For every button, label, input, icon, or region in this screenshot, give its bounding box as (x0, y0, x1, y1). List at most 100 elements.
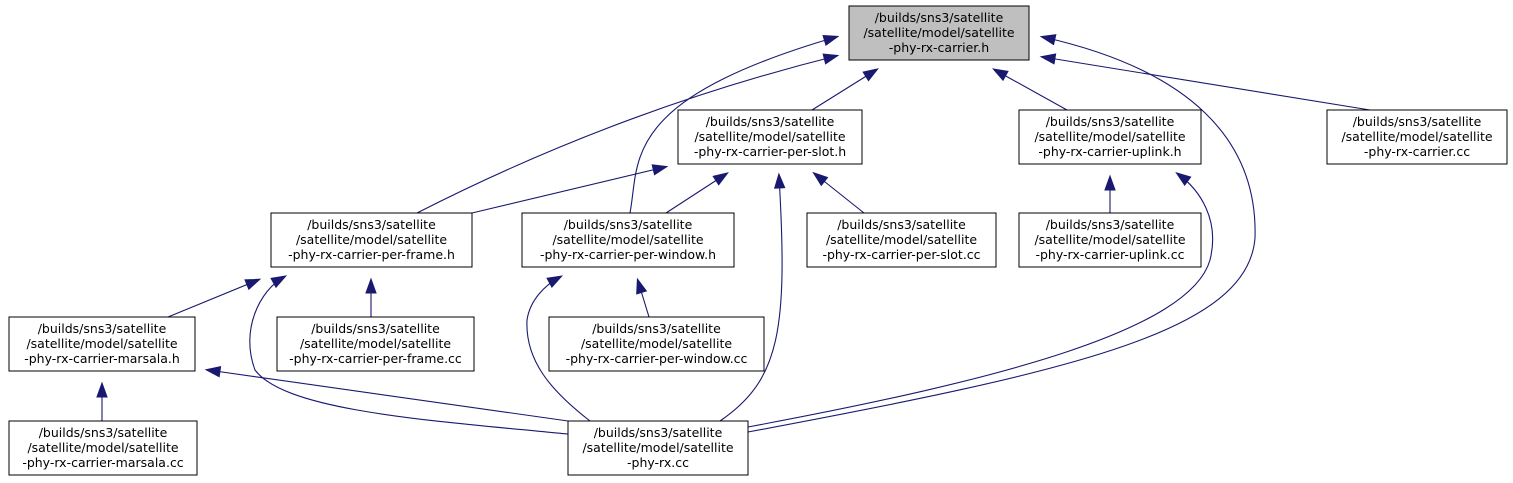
node-label-line: /builds/sns3/satellite (39, 425, 168, 440)
edge-phy-rx-cc-to-per-slot-h (719, 172, 786, 422)
edge-per-slot-cc-to-per-slot-h (812, 171, 865, 214)
node-label-line: /builds/sns3/satellite (564, 217, 693, 232)
file-node-per-frame-cc[interactable]: /builds/sns3/satellite/satellite/model/s… (276, 316, 475, 372)
file-node-uplink-cc[interactable]: /builds/sns3/satellite/satellite/model/s… (1018, 212, 1202, 268)
file-node-per-slot-h[interactable]: /builds/sns3/satellite/satellite/model/s… (677, 109, 863, 165)
file-node-per-slot-cc[interactable]: /builds/sns3/satellite/satellite/model/s… (806, 212, 997, 268)
node-label-line: /satellite/model/satellite (27, 440, 178, 455)
edge-phy-rx-cc-to-per-frame-h (249, 275, 569, 435)
node-box (567, 420, 749, 476)
arrowhead-icon (546, 275, 564, 289)
node-label-line: -phy-rx-carrier-per-slot.h (694, 144, 846, 159)
arrowhead-icon (1104, 174, 1116, 191)
edge-phy-rx-cc-to-marsala-h (204, 366, 569, 422)
arrowhead-icon (822, 34, 840, 47)
file-node-root: /builds/sns3/satellite/satellite/model/s… (848, 5, 1030, 61)
node-label-line: /builds/sns3/satellite (706, 114, 835, 129)
edge-uplink-cc-to-uplink-h (1104, 174, 1116, 213)
arrowhead-icon (1039, 53, 1057, 65)
node-label-line: /builds/sns3/satellite (1353, 114, 1482, 129)
edge-per-frame-h-to-per-slot-h (471, 164, 669, 214)
node-box (548, 316, 765, 372)
node-label-line: /satellite/model/satellite (300, 336, 451, 351)
node-label-line: /satellite/model/satellite (1034, 129, 1185, 144)
arrowhead-icon (822, 53, 840, 65)
file-node-marsala-h[interactable]: /builds/sns3/satellite/satellite/model/s… (8, 316, 196, 372)
arrowhead-icon (96, 381, 108, 398)
edge-phy-rx-cc-to-per-window-h (526, 275, 591, 422)
arrowhead-icon (991, 68, 1009, 82)
node-label-line: /builds/sns3/satellite (592, 321, 721, 336)
edge-per-slot-h-to-root (811, 68, 879, 111)
edge-per-frame-h-to-root (416, 53, 840, 214)
node-label-line: /satellite/model/satellite (26, 336, 177, 351)
node-label-line: -phy-rx-carrier-uplink.h (1038, 144, 1181, 159)
arrowhead-icon (812, 171, 829, 187)
node-box (1018, 212, 1202, 268)
node-label-line: -phy-rx-carrier-per-window.h (540, 247, 716, 262)
arrowhead-icon (773, 172, 786, 189)
node-label-line: /satellite/model/satellite (694, 129, 845, 144)
arrowhead-icon (862, 68, 879, 82)
node-box (677, 109, 863, 165)
edge-line (207, 369, 569, 422)
node-label-line: -phy-rx-carrier.cc (1364, 144, 1470, 159)
node-label-line: /satellite/model/satellite (826, 232, 977, 247)
arrowhead-icon (365, 277, 377, 294)
node-label-line: -phy-rx-carrier-per-slot.cc (822, 247, 980, 262)
node-label-line: -phy-rx.cc (627, 455, 689, 470)
node-label-line: /satellite/model/satellite (581, 336, 732, 351)
file-node-per-window-cc[interactable]: /builds/sns3/satellite/satellite/model/s… (548, 316, 765, 372)
node-box (8, 316, 196, 372)
node-label-line: /satellite/model/satellite (552, 232, 703, 247)
node-label-line: /builds/sns3/satellite (1046, 217, 1175, 232)
node-label-line: /builds/sns3/satellite (594, 425, 723, 440)
node-box (276, 316, 475, 372)
edge-marsala-h-to-per-frame-h (167, 278, 262, 318)
node-label-line: /builds/sns3/satellite (38, 321, 167, 336)
node-label-line: -phy-rx-carrier-uplink.cc (1035, 247, 1184, 262)
node-label-line: /builds/sns3/satellite (837, 217, 966, 232)
file-node-phy-rx-cc[interactable]: /builds/sns3/satellite/satellite/model/s… (567, 420, 749, 476)
edge-line (471, 166, 666, 214)
edge-per-window-cc-to-per-window-h (636, 277, 650, 318)
edge-line (994, 69, 1068, 111)
edge-marsala-cc-to-marsala-h (96, 381, 108, 421)
edge-phy-rx-cc-to-uplink-h (747, 171, 1214, 428)
edge-carrier-cc-to-root (1039, 53, 1371, 111)
node-label-line: -phy-rx-carrier-per-frame.h (288, 247, 455, 262)
node-label-line: /satellite/model/satellite (863, 25, 1014, 40)
arrowhead-icon (204, 366, 222, 378)
edge-line (249, 276, 569, 435)
edge-line (416, 55, 837, 214)
node-box (1018, 109, 1202, 165)
node-label-line: /satellite/model/satellite (582, 440, 733, 455)
edges-layer (96, 34, 1371, 435)
arrowhead-icon (1175, 171, 1192, 187)
node-box (806, 212, 997, 268)
arrowhead-icon (1039, 34, 1057, 46)
file-node-per-window-h[interactable]: /builds/sns3/satellite/satellite/model/s… (521, 212, 735, 268)
file-node-marsala-cc[interactable]: /builds/sns3/satellite/satellite/model/s… (8, 420, 198, 476)
edge-line (629, 36, 837, 214)
node-label-line: /satellite/model/satellite (1034, 232, 1185, 247)
nodes-layer: /builds/sns3/satellite/satellite/model/s… (8, 5, 1508, 476)
file-node-carrier-cc[interactable]: /builds/sns3/satellite/satellite/model/s… (1326, 109, 1508, 165)
node-label-line: /builds/sns3/satellite (307, 217, 436, 232)
arrowhead-icon (712, 172, 729, 186)
edge-per-window-h-to-root (629, 34, 840, 214)
edge-line (1042, 56, 1371, 111)
edge-line (719, 175, 783, 422)
edge-line (526, 276, 591, 422)
node-box (270, 212, 473, 268)
file-node-uplink-h[interactable]: /builds/sns3/satellite/satellite/model/s… (1018, 109, 1202, 165)
edge-line (747, 36, 1256, 433)
edge-phy-rx-cc-to-root (747, 34, 1256, 433)
node-label-line: /builds/sns3/satellite (1046, 114, 1175, 129)
node-box (848, 5, 1030, 61)
node-box (8, 420, 198, 476)
edge-line (167, 279, 259, 318)
file-node-per-frame-h[interactable]: /builds/sns3/satellite/satellite/model/s… (270, 212, 473, 268)
node-label-line: /builds/sns3/satellite (875, 10, 1004, 25)
